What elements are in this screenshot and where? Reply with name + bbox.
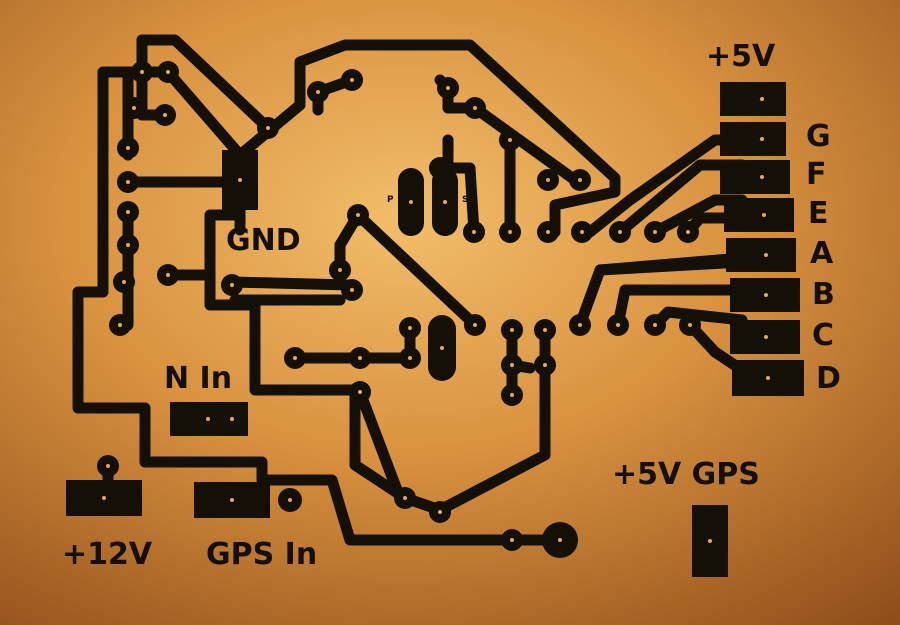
label-plus5v-gps: +5V GPS [612, 457, 760, 492]
pad-a [726, 238, 796, 272]
pad-plus5v [720, 82, 786, 116]
label-p: P [387, 195, 394, 205]
label-d: D [816, 361, 841, 396]
label-gnd: GND [226, 223, 301, 258]
label-a: A [810, 236, 834, 271]
label-b: B [812, 277, 835, 312]
pad-g [720, 122, 786, 156]
pad-e [724, 198, 794, 232]
label-f: F [806, 157, 827, 192]
label-s: S [462, 195, 469, 205]
label-gps-in: GPS In [206, 537, 318, 572]
label-c: C [812, 318, 835, 353]
label-e: E [808, 196, 829, 231]
label-n-in: N In [164, 361, 233, 396]
label-plus12v: +12V [62, 537, 153, 572]
label-plus5v: +5V [706, 39, 776, 74]
drill-holes [102, 70, 770, 543]
label-g: G [806, 119, 831, 154]
pad-f [720, 160, 790, 194]
